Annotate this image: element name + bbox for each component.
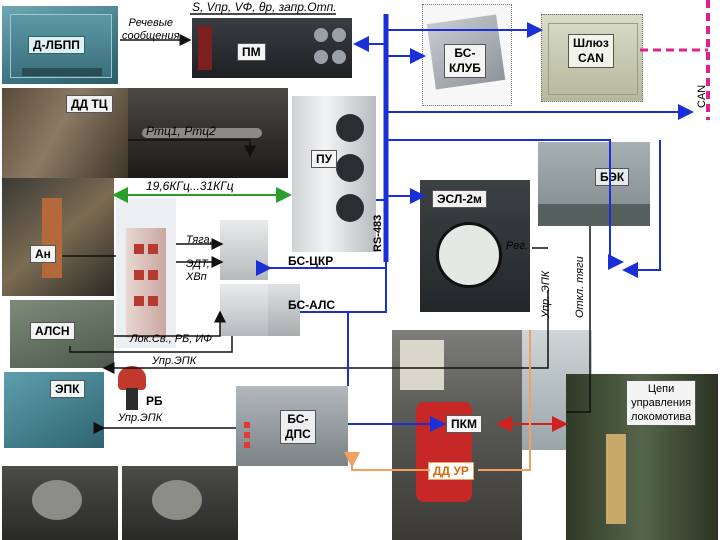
rs483-label: RS-483 — [372, 214, 384, 252]
upr-epk-lower-label: Упр.ЭПК — [118, 412, 163, 424]
pipes-photo — [128, 88, 288, 178]
lok-label: Лок.Св., РБ, ИФ — [130, 333, 212, 345]
pm-label: ПМ — [237, 43, 266, 61]
wheelset-photo-left — [2, 466, 118, 540]
bsals-module-photo — [220, 284, 268, 336]
an-label: Ан — [30, 245, 56, 263]
pu-photo — [292, 96, 376, 252]
freq-label: 19,6КГц...31КГц — [146, 179, 234, 193]
pu-label: ПУ — [311, 150, 338, 168]
alsn-label: АЛСН — [30, 322, 75, 340]
bsklub-label: БС- КЛУБ — [444, 44, 486, 78]
tyaga-label: Тяга, — [186, 234, 213, 246]
bek-label: БЭК — [595, 168, 630, 186]
epk-label: ЭПК — [50, 380, 85, 398]
rb-button-icon — [118, 366, 146, 390]
reg-label: Рег. — [506, 240, 528, 252]
upr-epk-label: Упр.ЭПК — [152, 355, 197, 367]
pkm-cab-photo — [392, 330, 522, 540]
dlbpp-label: Д-ЛБПП — [28, 36, 85, 54]
tsepi-label: Цепи управления локомотива — [626, 380, 697, 426]
wheelset-photo-right — [122, 466, 238, 540]
ddur-label: ДД УР — [428, 462, 474, 480]
relay-rack-photo — [116, 198, 176, 348]
shluz-can-label: Шлюз CAN — [568, 34, 614, 68]
bsals-label: БС-АЛС — [288, 298, 336, 312]
speech-messages-label: Речевые сообщения — [122, 17, 180, 42]
bsdps-label: БС- ДПС — [280, 410, 316, 444]
can-label: CAN — [696, 84, 708, 108]
esl2m-label: ЭСЛ-2м — [432, 190, 487, 208]
module-right-photo — [268, 284, 300, 336]
otkl-tyagi-label: Откл. тяги — [574, 256, 586, 318]
pm-panel-photo — [192, 18, 352, 78]
rtc-label: Ртц1, Ртц2 — [146, 124, 216, 138]
bek-photo — [538, 142, 650, 226]
pkm-label: ПКМ — [446, 415, 482, 433]
upr-epk-vertical-label: Упр. ЭПК — [540, 270, 552, 318]
rb-label: РБ — [142, 393, 167, 409]
params-label: S, Vпр, VФ, θр, запр.Отп. — [192, 0, 337, 14]
bsckr-label: БС-ЦКР — [288, 254, 334, 268]
edt-label: ЭДТ, ХВп — [186, 258, 210, 283]
ddtc-label: ДД ТЦ — [66, 95, 113, 113]
